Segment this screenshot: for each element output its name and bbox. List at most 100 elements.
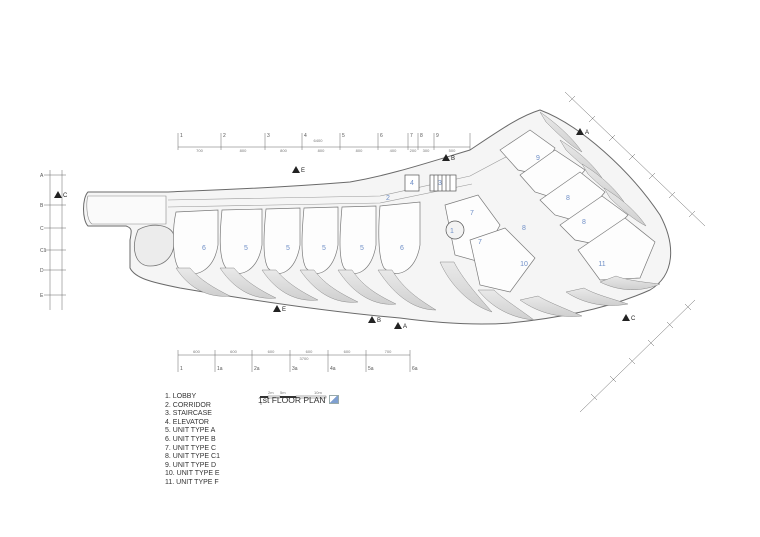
dim-tick (688, 210, 696, 218)
grid-label: 4a (330, 366, 336, 372)
dim-tick (628, 357, 636, 365)
room-number: 5 (322, 245, 326, 252)
room-number: 11 (598, 261, 605, 268)
dim-tick (647, 339, 655, 347)
grid-label: 8 (420, 133, 423, 139)
section-label: E (282, 307, 286, 313)
dimension-value: 600 (230, 349, 237, 354)
lobby-protrusion (86, 195, 167, 225)
fin (175, 267, 231, 297)
legend-item: 8. UNIT TYPE C1 (165, 453, 220, 461)
room-number: 2 (386, 195, 390, 202)
grid-label: 3 (267, 133, 270, 139)
left-dimension-line (49, 170, 63, 310)
scale-segment (295, 395, 327, 399)
grid-label: A (40, 173, 44, 179)
plan-title-block: 1st FLOOR PLAN (258, 390, 339, 408)
legend-item: 7. UNIT TYPE C (165, 444, 217, 452)
dim-tick (590, 393, 598, 401)
east-units (444, 129, 656, 293)
legend-item: 6. UNIT TYPE B (165, 435, 216, 443)
dim-tick (609, 375, 617, 383)
scale-segment (260, 396, 268, 398)
section-arrow (273, 305, 281, 312)
scale-label: 2m (268, 390, 274, 395)
grid-label: 2a (254, 366, 260, 372)
dimension-value: 800 (318, 148, 325, 153)
room-number: 8 (582, 219, 586, 226)
dimension-value: 800 (356, 148, 363, 153)
dimension-value: 600 (344, 349, 351, 354)
legend-item: 3. STAIRCASE (165, 410, 212, 418)
grid-label: 3a (292, 366, 298, 372)
fin (337, 269, 397, 305)
diagonal-dimension-line-top (564, 91, 706, 227)
fin (439, 261, 493, 313)
scale-label: 0 (260, 401, 263, 406)
grid-label: C1 (40, 248, 47, 254)
fin (299, 269, 359, 303)
grid-label: 1 (180, 133, 183, 139)
room-number: 9 (536, 155, 540, 162)
dim-tick (568, 95, 576, 103)
legend-item: 4. ELEVATOR (165, 418, 209, 426)
dimension-value: 700 (196, 148, 203, 153)
fin (603, 187, 647, 227)
fin (261, 269, 319, 301)
room-number: 10 (520, 261, 528, 268)
core (404, 174, 465, 240)
room-number: 5 (244, 245, 248, 252)
section-label: C (63, 193, 68, 199)
dim-tick (628, 153, 636, 161)
unit-pod (301, 206, 339, 274)
fins-west (175, 267, 437, 311)
grid-label: 1a (217, 366, 223, 372)
dim-tick (588, 115, 596, 123)
section-arrow (292, 166, 300, 173)
dimension-value: 800 (280, 148, 287, 153)
dimension-value: 700 (385, 349, 392, 354)
grid-label: E (40, 293, 44, 299)
west-units (173, 201, 421, 275)
section-arrow (394, 322, 402, 329)
plan-title: 1st FLOOR PLAN (258, 395, 326, 405)
unit-pod (263, 207, 301, 274)
dimension-value: 400 (390, 148, 397, 153)
section-label: B (451, 156, 455, 162)
fins-east (439, 111, 661, 321)
section-label: E (301, 168, 305, 174)
room-number: 5 (360, 245, 364, 252)
grid-label: 1 (180, 366, 183, 372)
dim-tick (684, 303, 692, 311)
fin (477, 289, 535, 321)
legend-item: 5. UNIT TYPE A (165, 427, 216, 435)
dimension-value: 600 (306, 349, 313, 354)
section-label: A (403, 324, 407, 330)
dim-tick (666, 321, 674, 329)
dimension-value: 600 (268, 349, 275, 354)
grid-label: 4 (304, 133, 307, 139)
scale-label: 5m (280, 390, 286, 395)
bottom-total-dimension: 3700 (300, 356, 310, 361)
section-label: C (631, 316, 636, 322)
stair-core (429, 174, 457, 192)
dimension-value: 500 (449, 148, 456, 153)
section-arrow (442, 154, 450, 161)
scale-segment (280, 396, 296, 398)
dim-tick (608, 134, 616, 142)
room-number: 7 (470, 210, 474, 217)
legend-item: 9. UNIT TYPE D (165, 461, 217, 469)
elevator-core (404, 174, 420, 192)
room-number: 7 (478, 239, 482, 246)
unit-pod-diagonal (469, 227, 536, 293)
north-arrow-icon (328, 395, 339, 404)
room-number: 1 (450, 228, 454, 235)
room-number: 6 (400, 245, 404, 252)
